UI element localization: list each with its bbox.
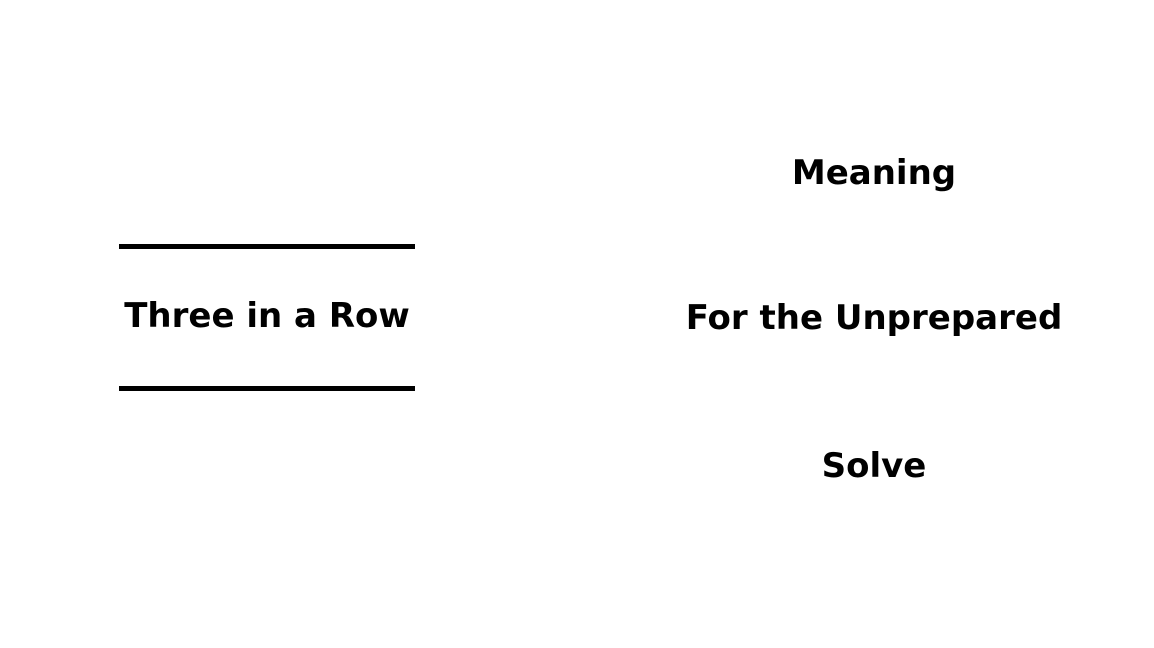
option-solve[interactable]: Solve: [821, 446, 927, 486]
bottom-divider: [119, 386, 415, 391]
top-divider: [119, 244, 415, 249]
option-meaning[interactable]: Meaning: [791, 153, 957, 193]
clue-text: Three in a Row: [124, 296, 410, 336]
option-for-the-unprepared[interactable]: For the Unprepared: [685, 298, 1063, 338]
